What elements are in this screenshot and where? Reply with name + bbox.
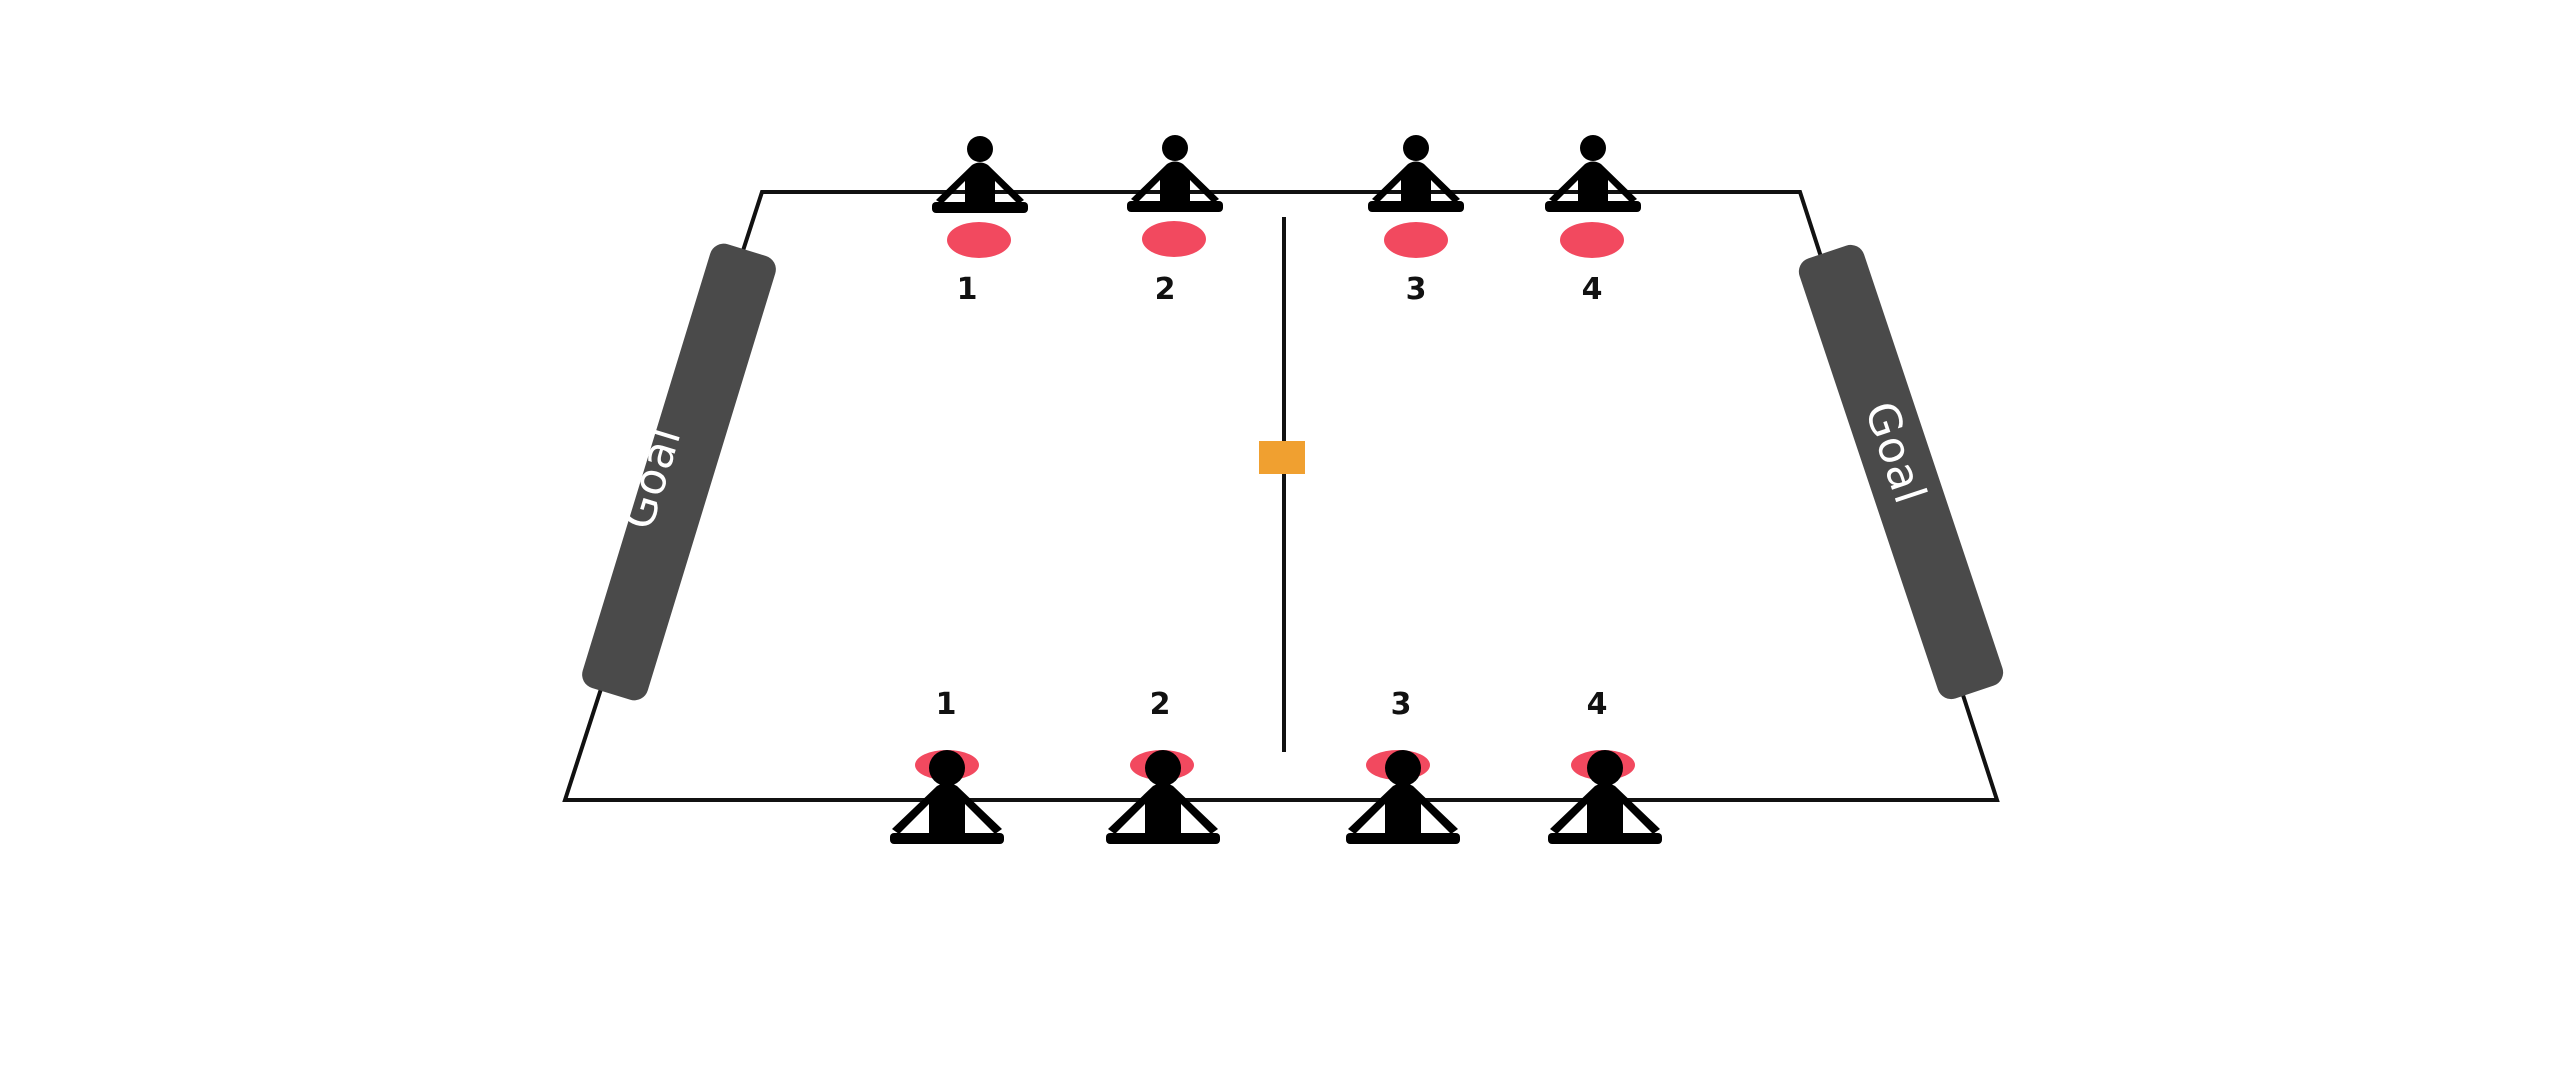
seated-person-icon — [1106, 750, 1220, 844]
top-player-3: 3 — [1368, 135, 1464, 307]
ball-marker — [1259, 441, 1305, 474]
player-number: 3 — [1391, 687, 1412, 722]
seated-person-icon — [1368, 135, 1464, 212]
player-number: 3 — [1406, 272, 1427, 307]
bottom-player-1: 1 — [890, 687, 1004, 844]
seated-person-icon — [1548, 750, 1662, 844]
seated-person-icon — [890, 750, 1004, 844]
player-number: 1 — [936, 687, 957, 722]
player-number: 2 — [1150, 687, 1171, 722]
player-number: 4 — [1582, 272, 1603, 307]
player-number: 4 — [1587, 687, 1608, 722]
seated-person-icon — [1127, 135, 1223, 212]
mat — [947, 222, 1011, 258]
top-player-1: 1 — [932, 136, 1028, 307]
bottom-player-4: 4 — [1548, 687, 1662, 844]
left-goal: Goal — [582, 243, 776, 701]
player-number: 1 — [957, 272, 978, 307]
bottom-player-3: 3 — [1346, 687, 1460, 844]
seated-person-icon — [932, 136, 1028, 213]
court-outline — [562, 190, 2000, 802]
seated-person-icon — [1545, 135, 1641, 212]
mat — [1560, 222, 1624, 258]
player-number: 2 — [1155, 272, 1176, 307]
top-player-4: 4 — [1545, 135, 1641, 307]
bottom-player-2: 2 — [1106, 687, 1220, 844]
right-goal: Goal — [1798, 244, 2004, 700]
top-player-2: 2 — [1127, 135, 1223, 307]
mat — [1142, 221, 1206, 257]
seated-person-icon — [1346, 750, 1460, 844]
mat — [1384, 222, 1448, 258]
